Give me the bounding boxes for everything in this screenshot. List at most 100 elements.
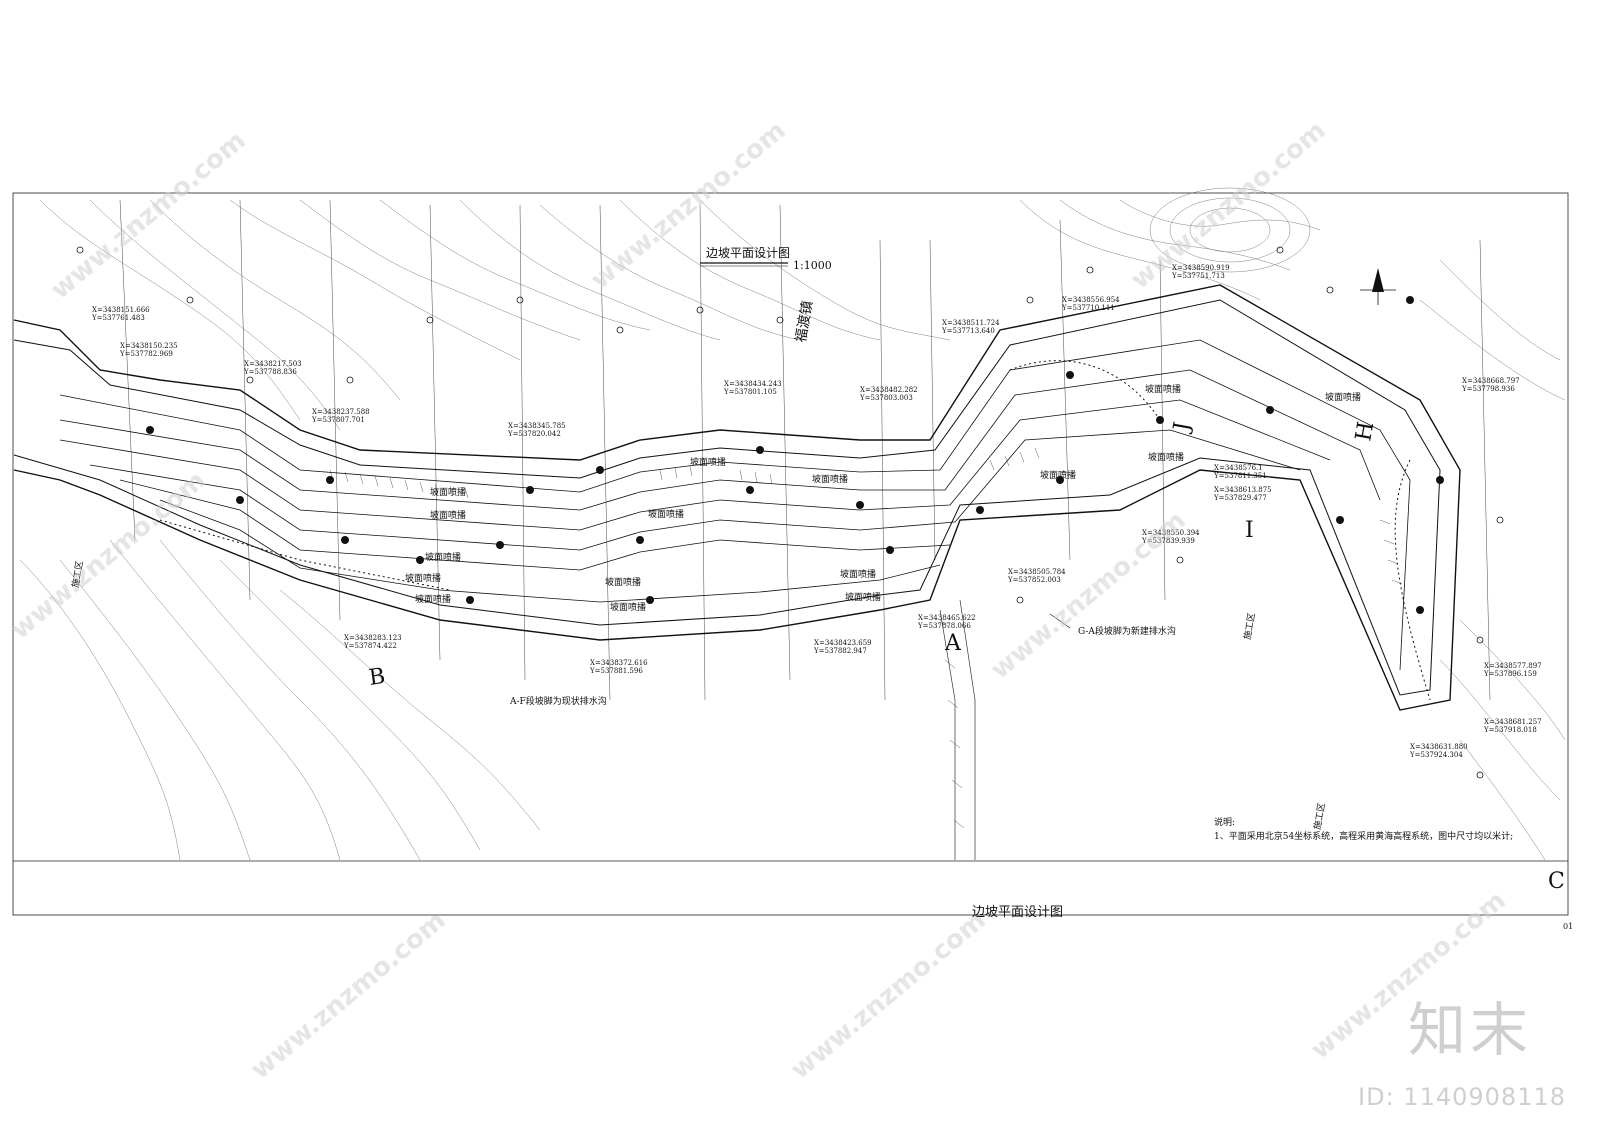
svg-text:X=3438345.785: X=3438345.785 <box>508 422 566 430</box>
svg-text:Y=537918.018: Y=537918.018 <box>1483 726 1537 734</box>
slope-label: 坡面喷播 <box>610 601 646 613</box>
svg-text:Y=537782.969: Y=537782.969 <box>119 350 173 358</box>
drain-leader <box>1049 613 1071 629</box>
svg-text:Y=537839.939: Y=537839.939 <box>1141 537 1195 545</box>
north-arrow-icon <box>1360 268 1396 305</box>
svg-text:X=3438590.919: X=3438590.919 <box>1172 264 1230 272</box>
slope-hatching <box>329 447 1403 829</box>
drain-note-af: A-F段坡脚为现状排水沟 <box>509 695 607 707</box>
svg-text:X=3438511.724: X=3438511.724 <box>942 319 1000 327</box>
survey-markers <box>146 296 1444 614</box>
drawing-scale: 1:1000 <box>793 259 832 272</box>
svg-text:Y=537882.947: Y=537882.947 <box>813 647 867 655</box>
svg-text:X=3438434.243: X=3438434.243 <box>724 380 782 388</box>
svg-text:X=3438217.503: X=3438217.503 <box>244 360 302 368</box>
svg-text:Y=537924.304: Y=537924.304 <box>1409 751 1463 759</box>
svg-text:X=3438577.897: X=3438577.897 <box>1484 662 1542 670</box>
section-letter-a: A <box>944 631 962 656</box>
slope-label: 坡面喷播 <box>1145 383 1181 395</box>
svg-text:Y=537874.422: Y=537874.422 <box>343 642 397 650</box>
svg-text:X=3438550.394: X=3438550.394 <box>1142 529 1200 537</box>
contour-lines <box>19 187 1566 861</box>
svg-text:Y=537820.042: Y=537820.042 <box>507 430 561 438</box>
slope-label: 坡面喷播 <box>1325 391 1361 403</box>
svg-text:Y=537713.640: Y=537713.640 <box>941 327 995 335</box>
section-letter-b: B <box>367 664 386 691</box>
svg-text:Y=537878.066: Y=537878.066 <box>917 622 971 630</box>
drawing-title: 边坡平面设计图 <box>706 246 791 260</box>
svg-text:Y=537829.477: Y=537829.477 <box>1213 494 1267 502</box>
svg-text:X=3438576.1: X=3438576.1 <box>1214 464 1263 472</box>
watermark-text: www.znzmo.com <box>585 115 791 295</box>
watermark-text: www.znzmo.com <box>5 465 211 645</box>
section-letters: A B J H I C <box>367 420 1564 894</box>
title-block-label: 边坡平面设计图 <box>972 905 1064 920</box>
svg-text:Y=537852.003: Y=537852.003 <box>1007 576 1061 584</box>
svg-text:X=3438505.784: X=3438505.784 <box>1008 568 1066 576</box>
watermark-id: ID: 1140908118 <box>1358 1083 1566 1111</box>
slope-band <box>13 284 1461 711</box>
sheet-number: 01 <box>1563 922 1574 931</box>
boundary-trace <box>159 519 451 591</box>
svg-text:Y=537761.483: Y=537761.483 <box>91 314 145 322</box>
svg-text:X=3438465.622: X=3438465.622 <box>918 614 976 622</box>
boundary-trace <box>1009 360 1161 421</box>
svg-text:Y=537807.701: Y=537807.701 <box>311 416 365 424</box>
svg-text:Y=537801.105: Y=537801.105 <box>723 388 777 396</box>
section-letter-j: J <box>1169 420 1196 435</box>
drain-note-ga: G-A段坡脚为新建排水沟 <box>1078 625 1176 637</box>
watermark-brand: 知末 <box>1407 996 1532 1064</box>
watermark-text: www.znzmo.com <box>245 905 451 1085</box>
svg-text:Y=537788.836: Y=537788.836 <box>243 368 297 376</box>
slope-label: 坡面喷播 <box>812 473 848 485</box>
section-letter-h: H <box>1351 420 1379 443</box>
notes-heading: 说明: <box>1214 818 1236 828</box>
watermark-text: www.znzmo.com <box>45 125 251 305</box>
slope-label: 坡面喷播 <box>690 456 726 468</box>
svg-text:Y=537811.351: Y=537811.351 <box>1213 472 1267 480</box>
notes-line: 1、平面采用北京54坐标系统，高程采用黄海高程系统，图中尺寸均以米计; <box>1214 832 1514 842</box>
coord-point: X=3438576.1Y=537811.351 <box>1213 464 1267 480</box>
watermark-text: www.znzmo.com <box>985 505 1191 685</box>
svg-text:X=3438668.797: X=3438668.797 <box>1462 377 1520 385</box>
road-edge <box>959 599 976 860</box>
works-area-label: 施工区 <box>1241 612 1258 641</box>
slope-label: 坡面喷播 <box>1040 469 1076 481</box>
slope-label: 坡面喷播 <box>430 486 466 498</box>
slope-label: 坡面喷播 <box>1148 451 1184 463</box>
survey-markers-open <box>76 246 1504 779</box>
place-label: 福渡镇 <box>793 300 816 344</box>
slope-label: 坡面喷播 <box>415 593 451 605</box>
svg-text:Y=537881.596: Y=537881.596 <box>589 667 643 675</box>
station-leader-lines <box>119 199 1491 701</box>
section-letter-c: C <box>1548 869 1565 894</box>
notes: 说明: 1、平面采用北京54坐标系统，高程采用黄海高程系统，图中尺寸均以米计; <box>1214 816 1513 844</box>
slope-label: 坡面喷播 <box>648 508 684 520</box>
svg-text:X=3438150.235: X=3438150.235 <box>120 342 178 350</box>
svg-text:X=3438423.659: X=3438423.659 <box>814 639 872 647</box>
slope-label: 坡面喷播 <box>840 568 876 580</box>
slope-label: 坡面喷播 <box>430 509 466 521</box>
svg-text:X=3438681.257: X=3438681.257 <box>1484 718 1542 726</box>
boundary-trace <box>1394 459 1431 701</box>
